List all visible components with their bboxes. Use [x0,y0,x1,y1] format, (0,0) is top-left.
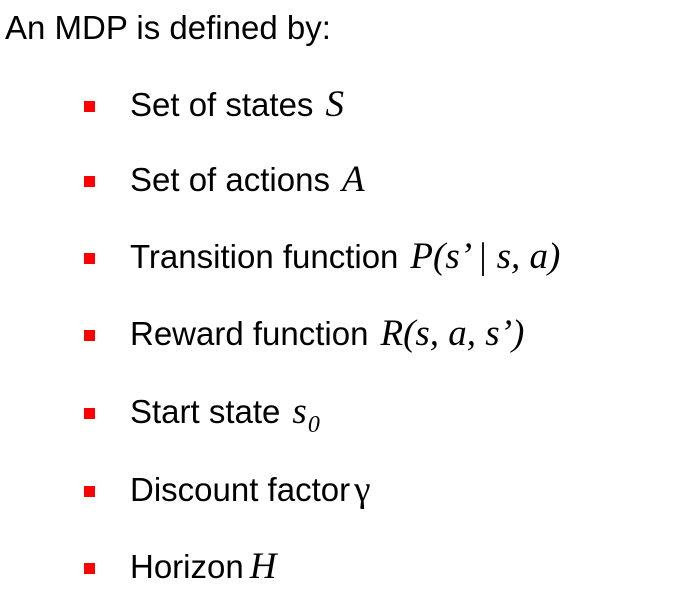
item-text: Set of states [130,86,314,123]
item-label: Set of actions A [130,156,365,204]
item-text: Set of actions [130,161,330,198]
item-math: A [341,159,365,200]
item-math: γ [354,469,371,510]
list-item-transition-function: Transition function P(s’ | s, a) [0,233,673,281]
list-item-reward-function: Reward function R(s, a, s’) [0,310,673,358]
item-math: S [325,84,344,125]
item-math: s0 [292,391,319,438]
red-square-bullet-icon [84,408,95,419]
red-square-bullet-icon [84,486,95,497]
list-item-start-state: Start state s0 [0,388,673,438]
math-subscript: 0 [307,412,320,438]
slide-heading: An MDP is defined by: [5,9,331,46]
red-square-bullet-icon [84,563,95,574]
item-label: Set of states S [130,81,344,129]
item-text: Transition function [130,238,399,275]
math-base: s [292,391,307,432]
red-square-bullet-icon [84,176,95,187]
item-text: Discount factor [130,471,351,508]
item-label: Start state s0 [130,388,320,440]
item-label: Transition function P(s’ | s, a) [130,233,560,281]
item-math: P(s’ | s, a) [410,236,561,277]
item-text: Start state [130,393,281,430]
item-math: R(s, a, s’) [380,313,525,354]
list-item-states: Set of states S [0,81,673,129]
item-label: Reward function R(s, a, s’) [130,310,524,358]
item-text: Reward function [130,315,369,352]
item-text: Horizon [130,548,244,585]
list-item-actions: Set of actions A [0,156,673,204]
red-square-bullet-icon [84,101,95,112]
red-square-bullet-icon [84,330,95,341]
red-square-bullet-icon [84,253,95,264]
item-math: H [249,546,277,587]
